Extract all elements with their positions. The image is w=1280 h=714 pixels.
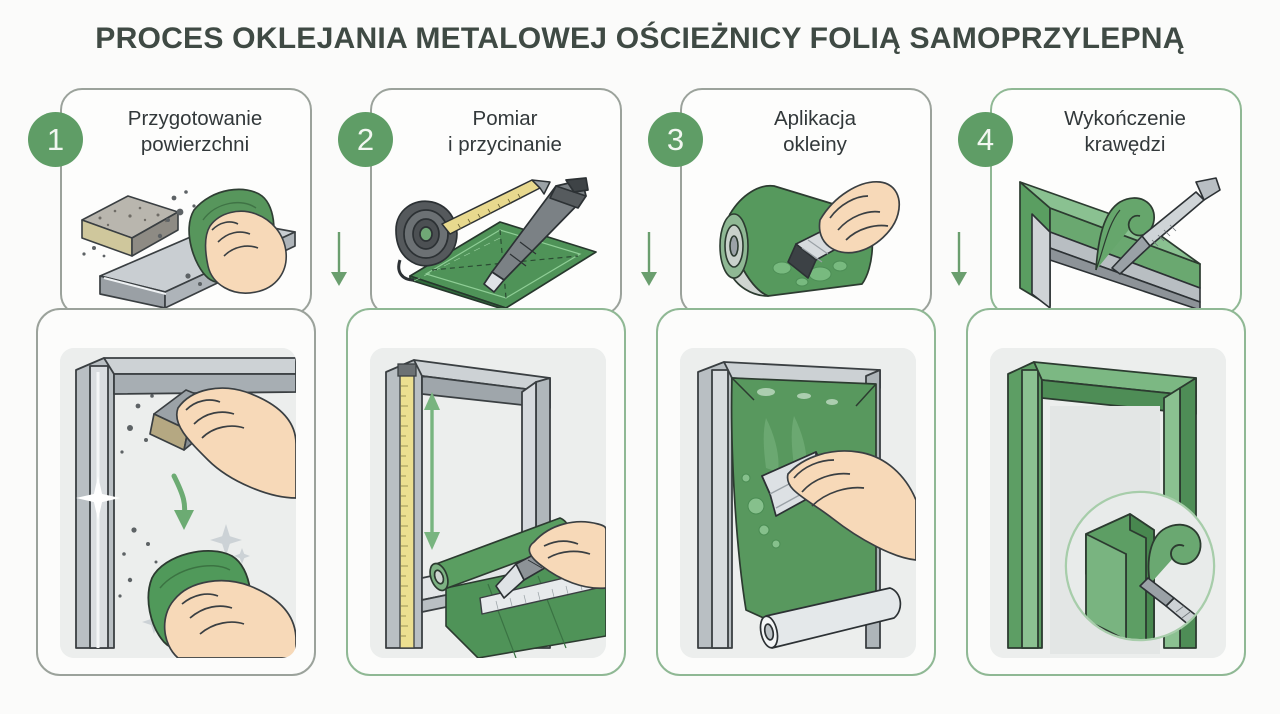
step-2-art-tape-measure-cutting-mat-knife [380,168,616,310]
arrow-down-2-to-3 [641,232,657,286]
step-card-1[interactable]: 1 Przygotowanie powierzchni [28,88,312,316]
detail-1-frame-cleaning [60,348,296,658]
step-number-badge-1: 1 [28,112,83,167]
step-4-art-corner-trimming-with-blade [1000,168,1236,310]
detail-2-frame-measuring-and-cutting-roll [370,348,606,658]
step-number-badge-2: 2 [338,112,393,167]
step-card-2[interactable]: 2 Pomiar i przycinanie [338,88,622,316]
step-title-4: Wykończenie krawędzi [1064,107,1186,156]
step-column-1: 1 Przygotowanie powierzchni [18,0,347,714]
step-title-2: Pomiar i przycinanie [448,107,562,156]
detail-card-3[interactable] [656,308,936,676]
step-column-2: 2 Pomiar i przycinanie [328,0,657,714]
step-header-3: 3 Aplikacja okleiny [648,90,930,172]
detail-3-applying-foil-with-squeegee [680,348,916,658]
step-number-badge-4: 4 [958,112,1013,167]
detail-card-1[interactable] [36,308,316,676]
step-3-art-foil-roll-and-squeegee [690,168,926,310]
arrow-down-3-to-4 [951,232,967,286]
step-title-1: Przygotowanie powierzchni [127,107,263,156]
step-header-2: 2 Pomiar i przycinanie [338,90,620,172]
page-title: PROCES OKLEJANIA METALOWEJ OŚCIEŻNICY FO… [95,22,1185,55]
detail-card-2[interactable] [346,308,626,676]
step-1-art-sanding-block-and-cloth [70,168,306,310]
step-card-4[interactable]: 4 Wykończenie krawędzi [958,88,1242,316]
step-column-3: 3 Aplikacja okleiny [638,0,967,714]
detail-4-finished-frame-with-magnifier [990,348,1226,658]
detail-card-4[interactable] [966,308,1246,676]
step-title-3: Aplikacja okleiny [773,107,857,156]
step-header-1: 1 Przygotowanie powierzchni [28,90,310,172]
arrow-down-1-to-2 [331,232,347,286]
step-number-badge-3: 3 [648,112,703,167]
step-card-3[interactable]: 3 Aplikacja okleiny [648,88,932,316]
step-column-4: 4 Wykończenie krawędzi [948,0,1258,714]
step-header-4: 4 Wykończenie krawędzi [958,90,1240,172]
